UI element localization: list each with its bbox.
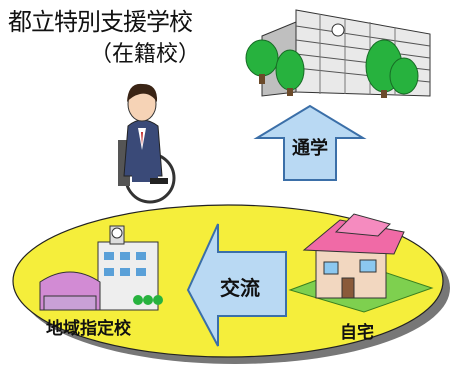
commute-label: 通学: [292, 138, 328, 159]
local-school-icon: [39, 225, 163, 311]
special-school-building-icon: [245, 9, 431, 98]
home-label: 自宅: [340, 323, 374, 343]
local-school-label: 地域指定校: [46, 319, 131, 339]
page-title: 都立特別支援学校: [8, 8, 193, 36]
house-icon: [288, 213, 434, 313]
page-subtitle: （在籍校）: [90, 42, 201, 67]
exchange-label: 交流: [220, 276, 260, 300]
student-in-wheelchair-icon: [118, 83, 176, 204]
exchange-arrow: [186, 223, 287, 347]
commute-arrow: [253, 104, 367, 181]
